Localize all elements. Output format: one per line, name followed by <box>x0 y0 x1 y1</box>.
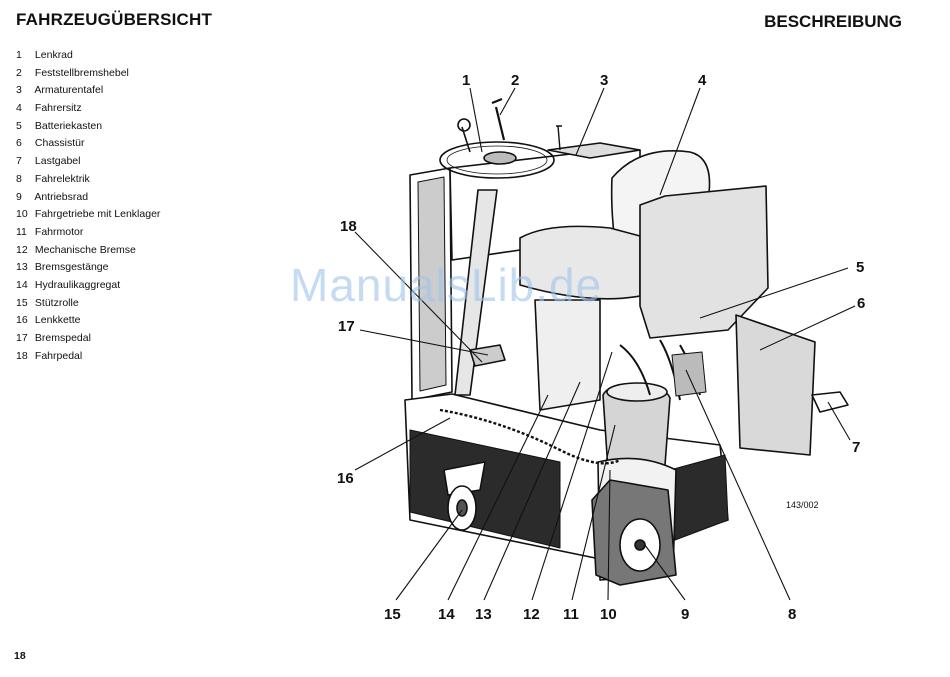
legend-number: 17 <box>16 332 28 344</box>
brake-pedal <box>469 344 506 367</box>
legend-label: Armaturentafel <box>34 84 104 97</box>
legend-number: 14 <box>16 278 28 291</box>
legend-number: 2 <box>16 66 22 79</box>
callout-15: 15 <box>384 606 401 623</box>
chassis-door <box>735 314 816 456</box>
legend-label: Antriebsrad <box>34 190 89 203</box>
legend-item: 5 Batteriekasten <box>16 118 160 136</box>
legend-item: 13 Bremsgestänge <box>16 259 160 277</box>
legend-number: 11 <box>16 225 27 238</box>
callout-17: 17 <box>338 318 355 335</box>
legend-label: Fahrersitz <box>34 102 82 115</box>
parts-legend: 1 Lenkrad 2 Feststellbremshebel 3 Armatu… <box>16 47 160 365</box>
steering-chain <box>439 408 621 465</box>
callout-7: 7 <box>852 439 860 456</box>
legend-number: 7 <box>16 155 22 168</box>
legend-item: 17 Bremspedal <box>16 330 160 348</box>
legend-number: 12 <box>16 243 28 256</box>
legend-item: 11 Fahrmotor <box>16 224 160 242</box>
leader-lines <box>354 87 856 601</box>
load-fork <box>811 391 849 413</box>
callout-5: 5 <box>856 259 864 276</box>
legend-item: 6 Chassistür <box>16 135 160 153</box>
legend-item: 10 Fahrgetriebe mit Lenklager <box>16 206 160 224</box>
callout-2: 2 <box>511 72 519 89</box>
legend-item: 4 Fahrersitz <box>16 100 160 118</box>
section-title: BESCHREIBUNG <box>764 12 902 31</box>
dashboard <box>547 142 641 159</box>
legend-label: Bremsgestänge <box>34 261 109 274</box>
legend-number: 10 <box>16 208 28 221</box>
steering-column <box>454 189 498 396</box>
legend-item: 3 Armaturentafel <box>16 82 160 100</box>
legend-item: 8 Fahrelektrik <box>16 171 160 189</box>
legend-item: 2 Feststellbremshebel <box>16 65 160 83</box>
callout-18: 18 <box>340 218 357 235</box>
callout-14: 14 <box>438 606 455 623</box>
legend-item: 14 Hydraulikaggregat <box>16 277 160 295</box>
legend-number: 15 <box>16 296 28 309</box>
legend-label: Bremspedal <box>34 332 91 344</box>
legend-item: 1 Lenkrad <box>16 47 160 65</box>
callout-3: 3 <box>600 72 608 89</box>
chassis-skirt-left <box>409 429 561 549</box>
callout-13: 13 <box>475 606 492 623</box>
callout-16: 16 <box>337 470 354 487</box>
legend-number: 8 <box>16 172 22 185</box>
callout-8: 8 <box>788 606 796 623</box>
page-title: FAHRZEUGÜBERSICHT <box>16 10 213 29</box>
legend-label: Lenkkette <box>34 314 81 327</box>
legend-label: Feststellbremshebel <box>34 66 129 79</box>
legend-number: 18 <box>16 349 28 362</box>
chassis-skirt-right <box>669 454 729 541</box>
hydraulic-unit <box>534 299 601 411</box>
legend-item: 15 Stützrolle <box>16 295 160 313</box>
legend-number: 9 <box>16 190 22 203</box>
legend-number: 4 <box>16 102 22 115</box>
legend-number: 3 <box>16 84 22 97</box>
legend-label: Lastgabel <box>34 155 81 168</box>
callout-12: 12 <box>523 606 540 623</box>
support-roller-bracket <box>443 461 486 496</box>
steering-knob <box>457 118 471 153</box>
legend-label: Fahrelektrik <box>34 172 90 185</box>
legend-label: Lenkrad <box>34 49 73 61</box>
legend-number: 16 <box>16 314 28 327</box>
callout-4: 4 <box>698 72 707 89</box>
legend-label: Chassistür <box>34 137 85 150</box>
legend-item: 12 Mechanische Bremse <box>16 242 160 260</box>
legend-item: 7 Lastgabel <box>16 153 160 171</box>
legend-label: Fahrgetriebe mit Lenklager <box>34 208 161 221</box>
legend-label: Stützrolle <box>34 296 79 309</box>
legend-label: Mechanische Bremse <box>34 243 136 256</box>
callout-11: 11 <box>563 606 579 623</box>
legend-number: 5 <box>16 119 22 132</box>
legend-number: 1 <box>16 49 22 61</box>
figure-reference: 143/002 <box>786 500 819 510</box>
callout-6: 6 <box>857 295 865 312</box>
legend-label: Fahrpedal <box>34 349 83 362</box>
legend-number: 13 <box>16 261 28 274</box>
legend-label: Batteriekasten <box>34 119 103 132</box>
legend-item: 9 Antriebsrad <box>16 189 160 207</box>
legend-label: Fahrmotor <box>34 225 84 238</box>
watermark: ManualsLib.de <box>290 259 603 311</box>
battery-hood <box>639 185 769 339</box>
callout-labels: 1 2 3 4 5 6 7 8 9 10 11 12 13 14 15 16 1… <box>337 72 865 623</box>
parking-brake-lever <box>491 97 506 141</box>
callout-10: 10 <box>600 606 617 623</box>
legend-item: 16 Lenkkette <box>16 312 160 330</box>
legend-label: Hydraulikaggregat <box>34 278 121 291</box>
callout-1: 1 <box>462 72 470 89</box>
steering-wheel <box>439 141 555 179</box>
legend-item: 18 Fahrpedal <box>16 348 160 366</box>
legend-number: 6 <box>16 137 22 150</box>
page-number: 18 <box>14 650 26 662</box>
callout-9: 9 <box>681 606 689 623</box>
